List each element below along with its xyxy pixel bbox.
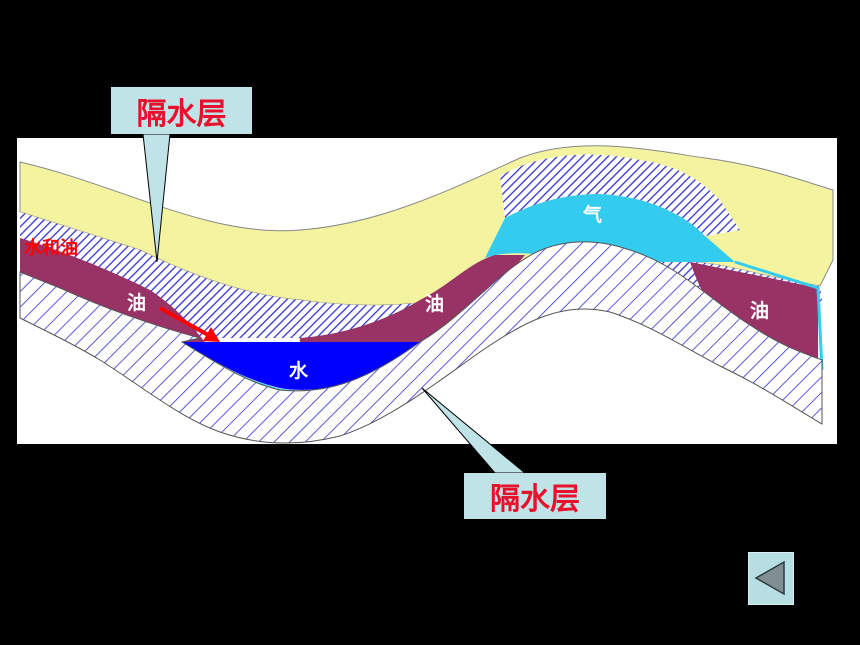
lower-aquiclude-layer (19, 241, 823, 444)
label-water: 水 (289, 360, 309, 382)
callout-aquiclude-bottom: 隔水层 (464, 473, 606, 519)
flow-arrow (159, 306, 220, 342)
triangle-left-icon (754, 560, 785, 596)
right-cyan-edge (734, 260, 824, 371)
water-zone (182, 342, 430, 390)
label-oil-middle: 油 (425, 293, 445, 315)
upper-aquiclude-layer (20, 212, 822, 338)
oil-zone-middle (300, 255, 525, 342)
callout-aquiclude-bottom-label: 隔水层 (490, 482, 580, 517)
label-oil-left: 油 (127, 292, 147, 314)
callout-top-pointer (142, 133, 171, 263)
back-button[interactable] (748, 552, 794, 605)
callout-aquiclude-top: 隔水层 (111, 87, 252, 134)
gas-zone (485, 194, 735, 262)
label-oil-right: 油 (750, 300, 770, 322)
oil-zone-right (690, 262, 818, 360)
upper-aquiclude-top-band (500, 154, 740, 236)
callout-aquiclude-top-label: 隔水层 (136, 96, 227, 132)
label-gas: 气 (583, 204, 603, 226)
label-water-and-oil: 水和油 (24, 238, 78, 259)
